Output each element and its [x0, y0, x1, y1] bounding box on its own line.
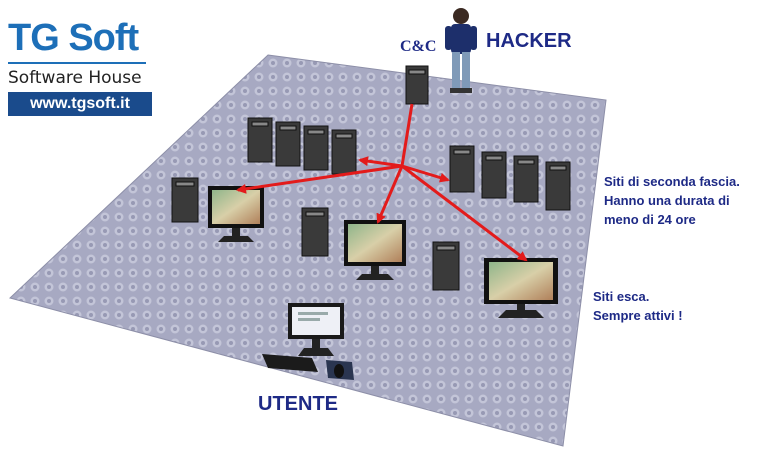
monitor-icon: [484, 258, 558, 318]
second-tier-line: Hanno una durata di: [604, 193, 730, 208]
server-icon: [171, 177, 199, 223]
monitor-icon: [344, 220, 406, 280]
second-tier-note: Siti di seconda fascia. Hanno una durata…: [604, 172, 740, 229]
server-icon: [301, 207, 329, 257]
server-icon: [513, 155, 539, 203]
arrow-hub-to-right-servers: [401, 164, 450, 183]
server-icon: [432, 241, 460, 291]
logo-brand: TG Soft: [8, 17, 139, 59]
arrow-hub-to-monitor-right: [401, 164, 528, 262]
second-tier-line: Siti di seconda fascia.: [604, 174, 740, 189]
attack-arrows: [236, 103, 528, 262]
bait-sites-note: Siti esca. Sempre attivi !: [593, 287, 683, 325]
arrow-cc-to-hub: [400, 103, 414, 167]
user-computer-icon: [262, 303, 354, 380]
server-icon: [247, 117, 273, 163]
arrow-hub-to-monitor-left: [236, 164, 403, 194]
bait-line: Sempre attivi !: [593, 308, 683, 323]
server-icon: [331, 129, 357, 175]
arrow-hub-to-monitor-center: [376, 165, 404, 224]
logo-url: www.tgsoft.it: [8, 92, 152, 116]
arrow-hub-to-left-servers: [358, 156, 403, 168]
server-icon: [275, 121, 301, 167]
tgsoft-logo: TG Soft Software House www.tgsoft.it: [8, 18, 158, 116]
logo-tagline: Software House: [8, 62, 158, 88]
monitor-icon: [208, 186, 264, 242]
server-icon: [303, 125, 329, 171]
user-label: UTENTE: [258, 393, 338, 415]
bait-line: Siti esca.: [593, 289, 650, 304]
server-icon: [449, 145, 475, 193]
second-tier-line: meno di 24 ore: [604, 212, 696, 227]
hacker-label: HACKER: [486, 30, 572, 52]
server-icon: [481, 151, 507, 199]
servers-left: [171, 117, 460, 291]
cc-server-icon: [405, 65, 429, 105]
hacker-figure-icon: [445, 8, 477, 93]
cc-label: C&C: [400, 38, 437, 55]
server-icon: [545, 161, 571, 211]
servers-right: [449, 145, 571, 211]
